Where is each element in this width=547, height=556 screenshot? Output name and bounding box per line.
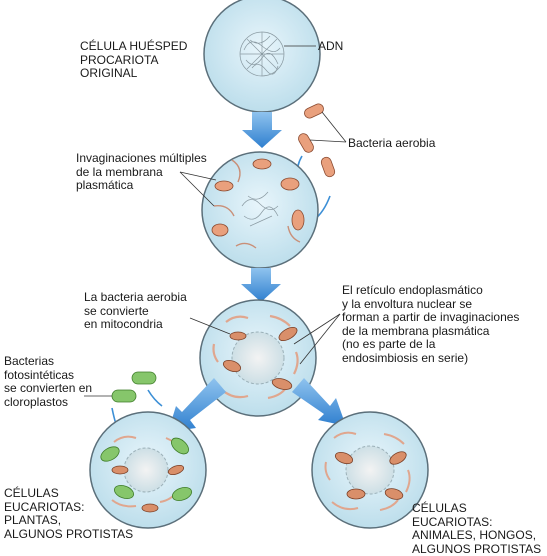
mitochondria-leader xyxy=(189,317,231,335)
engulfed-bacteria xyxy=(211,158,305,237)
plant-mitochondria xyxy=(111,464,185,513)
plant-cell xyxy=(89,411,207,529)
label-plant-cells: CÉLULAS EUCARIOTAS: PLANTAS, ALGUNOS PRO… xyxy=(4,486,134,541)
label-animal-cells: CÉLULAS EUCARIOTAS: ANIMALES, HONGOS, AL… xyxy=(412,501,542,556)
free-photosynthetic-bacteria xyxy=(111,371,157,403)
dna-tangle xyxy=(239,31,285,77)
free-aerobic-bacteria xyxy=(298,103,336,178)
animal-cell xyxy=(311,411,429,529)
label-becomes-mitochondria: La bacteria aerobia se convierte en mito… xyxy=(84,290,187,331)
label-er-nuclear-envelope: El retículo endoplasmático y la envoltur… xyxy=(342,283,520,365)
chloroplasts xyxy=(100,437,193,501)
arrow-to-plant xyxy=(168,378,226,432)
animal-er xyxy=(324,431,411,511)
arrow-1 xyxy=(242,112,282,148)
invaginated-cell xyxy=(201,151,319,269)
label-host-cell: CÉLULA HUÉSPED PROCARIOTA ORIGINAL xyxy=(80,39,188,80)
host-prokaryote-cell xyxy=(203,0,321,113)
membrane-folds xyxy=(213,159,301,249)
cell-with-mitochondria xyxy=(199,299,317,417)
animal-mitochondria xyxy=(334,451,407,500)
label-photosynthetic-bacteria: Bacterias fotosintéticas se convierten e… xyxy=(4,354,93,409)
er-leaders xyxy=(293,313,341,365)
mitochondria xyxy=(222,326,298,390)
label-aerobic-bacteria: Bacteria aerobia xyxy=(348,136,436,150)
arrow-to-animal xyxy=(292,378,346,426)
invaginations-leaders xyxy=(179,171,217,207)
aerobic-bacteria-leaders xyxy=(309,111,347,143)
arrow-2 xyxy=(241,268,281,302)
label-invaginations: Invaginaciones múltiples de la membrana … xyxy=(76,151,207,192)
label-dna: ADN xyxy=(318,39,344,53)
